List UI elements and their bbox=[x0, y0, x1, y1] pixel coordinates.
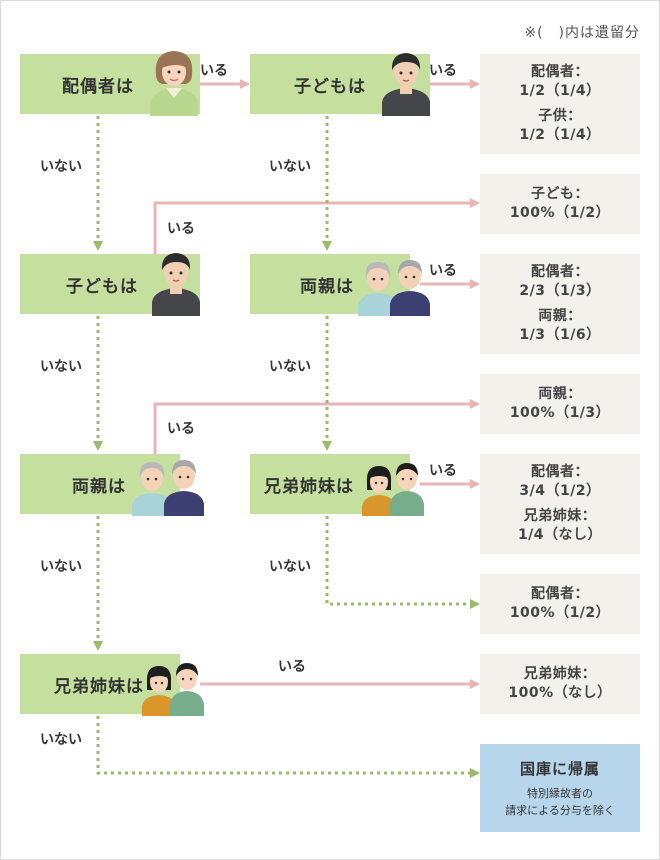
result-line: 配偶者： bbox=[531, 64, 589, 80]
siblings-figure-icon bbox=[362, 463, 424, 516]
result-line: 100%（1/3） bbox=[509, 405, 611, 421]
result-spouse-only: 配偶者： 100%（1/2） bbox=[480, 574, 640, 634]
question-children-b-label: 子どもは bbox=[66, 276, 138, 297]
question-siblings-d-label: 兄弟姉妹は bbox=[54, 676, 144, 697]
no-label: いない bbox=[40, 359, 82, 375]
result-children-only: 子ども： 100%（1/2） bbox=[480, 174, 640, 234]
result-line: 配偶者： bbox=[531, 464, 589, 480]
final-sub-line: 特別縁故者の bbox=[527, 786, 593, 800]
siblings-figure-icon bbox=[142, 663, 204, 716]
no-label: いない bbox=[269, 359, 311, 375]
result-line: 子ども： bbox=[531, 186, 589, 202]
spouse-figure-icon bbox=[150, 51, 198, 116]
no-arrow-siblings-b bbox=[325, 516, 480, 609]
yes-label: いる bbox=[429, 463, 457, 479]
result-spouse-children: 配偶者： 1/2（1/4） 子供： 1/2（1/4） bbox=[480, 54, 640, 154]
no-label: いない bbox=[269, 159, 311, 175]
result-spouse-parents: 配偶者： 2/3（1/3） 両親： 1/3（1/6） bbox=[480, 254, 640, 354]
yes-label: いる bbox=[167, 221, 195, 237]
result-line: 1/2（1/4） bbox=[519, 83, 601, 99]
result-line: 1/4（なし） bbox=[517, 527, 603, 543]
result-parents-only: 両親： 100%（1/3） bbox=[480, 374, 640, 434]
result-line: 2/3（1/3） bbox=[519, 283, 601, 299]
no-label: いない bbox=[40, 159, 82, 175]
yes-label: いる bbox=[167, 421, 195, 437]
yes-label: いる bbox=[429, 63, 457, 79]
result-line: 兄弟姉妹： bbox=[523, 666, 597, 682]
no-arrow-siblings-d bbox=[96, 716, 480, 778]
question-siblings-b-label: 兄弟姉妹は bbox=[264, 476, 354, 497]
result-national-treasury: 国庫に帰属 特別縁故者の 請求による分与を除く bbox=[480, 744, 640, 832]
yes-arrow-children-b bbox=[153, 198, 480, 254]
legend-note: ※( )内は遺留分 bbox=[524, 25, 640, 41]
child-figure-icon bbox=[152, 253, 200, 316]
result-line: 100%（1/2） bbox=[509, 605, 611, 621]
result-line: 両親： bbox=[538, 386, 582, 402]
result-siblings-only: 兄弟姉妹： 100%（なし） bbox=[480, 654, 640, 714]
question-parents-b-label: 両親は bbox=[300, 276, 354, 297]
result-line: 100%（1/2） bbox=[509, 205, 611, 221]
no-label: いない bbox=[269, 559, 311, 575]
yes-label: いる bbox=[200, 63, 228, 79]
no-label: いない bbox=[40, 732, 82, 748]
yes-arrow-parents-c bbox=[153, 399, 480, 454]
result-spouse-siblings: 配偶者： 3/4（1/2） 兄弟姉妹： 1/4（なし） bbox=[480, 454, 640, 554]
question-spouse-label: 配偶者は bbox=[62, 76, 134, 97]
yes-label: いる bbox=[278, 659, 306, 675]
result-line: 1/3（1/6） bbox=[519, 327, 601, 343]
child-figure-icon bbox=[382, 53, 430, 116]
result-line: 配偶者： bbox=[531, 264, 589, 280]
result-line: 配偶者： bbox=[531, 586, 589, 602]
final-sub-line: 請求による分与を除く bbox=[505, 803, 615, 817]
result-line: 1/2（1/4） bbox=[519, 127, 601, 143]
parents-figure-icon bbox=[358, 260, 430, 316]
parents-figure-icon bbox=[132, 460, 204, 516]
question-parents-c-label: 両親は bbox=[72, 476, 126, 497]
result-line: 3/4（1/2） bbox=[519, 483, 601, 499]
question-children-a-label: 子どもは bbox=[294, 76, 366, 97]
result-line: 兄弟姉妹： bbox=[523, 508, 597, 524]
result-line: 両親： bbox=[538, 308, 582, 324]
result-line: 子供： bbox=[538, 108, 582, 124]
no-label: いない bbox=[40, 559, 82, 575]
final-title: 国庫に帰属 bbox=[519, 759, 600, 778]
yes-label: いる bbox=[429, 263, 457, 279]
result-line: 100%（なし） bbox=[508, 685, 612, 701]
